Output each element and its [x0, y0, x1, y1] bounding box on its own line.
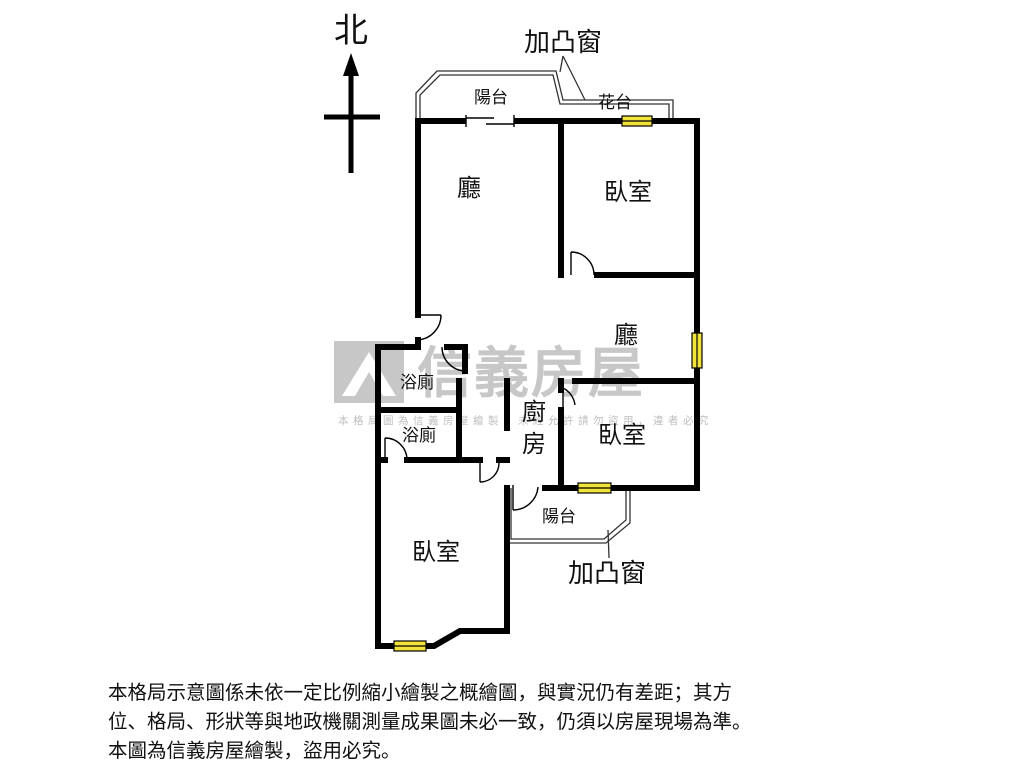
label-dining-hall: 廳: [614, 321, 638, 349]
disclaimer-line-1: 本格局示意圖係未依一定比例縮小繪製之概繪圖，與實況仍有差距；其方: [108, 681, 733, 704]
label-bedroom-ne: 臥室: [604, 178, 652, 206]
annotation-bay-window-top: 加凸窗: [524, 28, 602, 58]
disclaimer-line-3: 本圖為信義房屋繪製，盜用必究。: [108, 739, 401, 762]
label-balcony-south: 陽台: [542, 507, 576, 527]
watermark-notice: 本格局圖為信義房屋繪製，未經允許請勿盜用，違者必究: [338, 414, 713, 427]
balcony-outlines: [415, 55, 674, 559]
label-living-room: 廳: [457, 174, 481, 202]
label-bath-lower: 浴廁: [402, 425, 436, 446]
north-arrow-icon: [343, 53, 359, 76]
disclaimer-line-2: 位、格局、形狀等與地政機關測量成果圖未必一致，仍須以房屋現場為準。: [108, 710, 752, 733]
compass: 北: [324, 11, 380, 173]
label-planter: 花台: [598, 93, 632, 113]
label-bedroom-sw: 臥室: [412, 538, 460, 566]
annotation-bay-window-bottom: 加凸窗: [568, 559, 646, 589]
watermark-logo-icon: [334, 341, 404, 403]
watermark: 信義房屋 本格局圖為信義房屋繪製，未經允許請勿盜用，違者必究: [334, 341, 713, 427]
sliding-door: [465, 115, 515, 127]
north-label: 北: [334, 11, 368, 51]
watermark-brand: 信義房屋: [417, 341, 645, 405]
label-kitchen-1: 廚: [522, 398, 546, 426]
door-swings: [384, 251, 595, 511]
disclaimer: 本格局示意圖係未依一定比例縮小繪製之概繪圖，與實況仍有差距；其方 位、格局、形狀…: [108, 678, 988, 765]
walls: [375, 118, 700, 649]
label-bedroom-se: 臥室: [598, 421, 646, 449]
room-labels: 陽台 花台 廳 臥室 廳 浴廁 浴廁 廚 房 臥室 陽台 臥室: [400, 88, 652, 566]
label-bath-upper: 浴廁: [400, 372, 434, 393]
windows: [393, 115, 703, 652]
label-balcony-north: 陽台: [474, 88, 508, 108]
label-kitchen-2: 房: [522, 430, 546, 458]
